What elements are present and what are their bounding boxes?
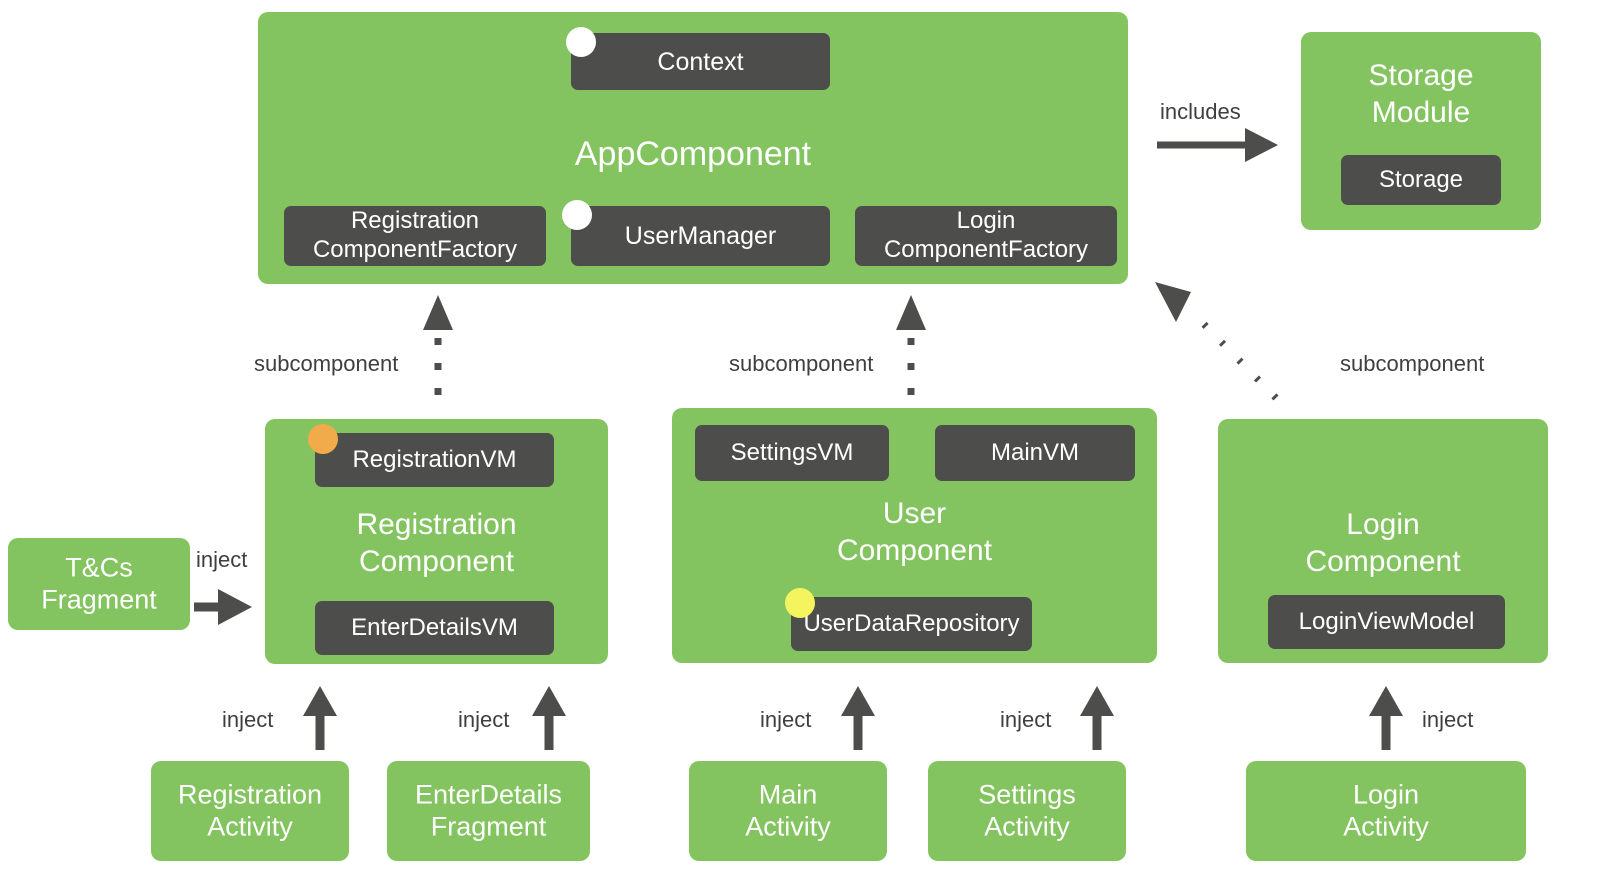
binding-login-component-factory[interactable]: Login ComponentFactory [855, 206, 1117, 266]
binding-context[interactable]: Context [571, 33, 830, 90]
inject-arrow-tcs [194, 589, 252, 625]
inject-label-main-activity: inject [760, 707, 812, 732]
binding-settings-vm-label: SettingsVM [730, 438, 854, 466]
inject-label-enter-details: inject [458, 707, 510, 732]
binding-storage[interactable]: Storage [1341, 155, 1501, 205]
binding-context-label: Context [657, 47, 744, 76]
main-activity-label: Main Activity [745, 779, 831, 842]
binding-registration-component-factory[interactable]: Registration ComponentFactory [284, 206, 546, 266]
binding-user-manager-label: UserManager [624, 222, 777, 250]
subcomponent-arrow-login [1155, 282, 1279, 401]
scope-dot-user-manager [562, 200, 592, 230]
settings-activity-box[interactable]: Settings Activity [928, 761, 1126, 861]
binding-registration-vm[interactable]: RegistrationVM [315, 433, 554, 487]
enter-details-fragment-label: EnterDetails Fragment [414, 779, 563, 842]
registration-component-title: Registration Component [356, 508, 517, 578]
binding-enter-details-vm[interactable]: EnterDetailsVM [315, 601, 554, 655]
app-component-title: AppComponent [574, 135, 812, 173]
includes-arrow [1157, 128, 1278, 162]
binding-main-vm[interactable]: MainVM [935, 425, 1135, 481]
registration-activity-label: Registration Activity [177, 779, 323, 842]
includes-label: includes [1160, 99, 1241, 124]
scope-dot-user-data-repository [785, 588, 815, 618]
tcs-fragment-label: T&Cs Fragment [41, 552, 157, 615]
binding-login-view-model-label: LoginViewModel [1298, 607, 1475, 635]
binding-user-data-repository-label: UserDataRepository [803, 609, 1020, 637]
inject-label-tcs: inject [196, 547, 248, 572]
tcs-fragment-box[interactable]: T&Cs Fragment [8, 538, 190, 630]
binding-enter-details-vm-label: EnterDetailsVM [351, 613, 518, 641]
binding-storage-label: Storage [1378, 165, 1464, 193]
subcomponent-arrow-registration [423, 295, 453, 395]
scope-dot-context [566, 27, 596, 57]
subcomponent-label-login: subcomponent [1340, 351, 1485, 376]
inject-arrow-main-activity [841, 686, 875, 750]
inject-label-registration-activity: inject [222, 707, 274, 732]
inject-arrow-login-activity [1369, 686, 1403, 750]
login-component-title: Login Component [1305, 508, 1461, 578]
storage-module-title: Storage Module [1368, 59, 1474, 129]
scope-dot-registration-vm [308, 424, 338, 454]
binding-login-view-model[interactable]: LoginViewModel [1268, 595, 1505, 649]
user-component-title: User Component [836, 497, 993, 567]
binding-main-vm-label: MainVM [990, 438, 1080, 466]
login-activity-box[interactable]: Login Activity [1246, 761, 1526, 861]
login-activity-label: Login Activity [1343, 779, 1429, 842]
inject-arrow-registration-activity [303, 686, 337, 750]
registration-activity-box[interactable]: Registration Activity [151, 761, 349, 861]
inject-arrow-settings-activity [1080, 686, 1114, 750]
inject-label-settings-activity: inject [1000, 707, 1052, 732]
enter-details-fragment-box[interactable]: EnterDetails Fragment [387, 761, 590, 861]
settings-activity-label: Settings Activity [978, 779, 1076, 842]
main-activity-box[interactable]: Main Activity [689, 761, 887, 861]
binding-login-component-factory-label: Login ComponentFactory [883, 207, 1089, 263]
subcomponent-label-registration: subcomponent [254, 351, 399, 376]
binding-user-manager[interactable]: UserManager [571, 206, 830, 266]
binding-user-data-repository[interactable]: UserDataRepository [791, 597, 1032, 651]
inject-label-login-activity: inject [1422, 707, 1474, 732]
binding-registration-vm-label: RegistrationVM [352, 445, 517, 473]
inject-arrow-enter-details [532, 686, 566, 750]
subcomponent-label-user: subcomponent [729, 351, 874, 376]
subcomponent-arrow-user [896, 295, 926, 395]
binding-registration-component-factory-label: Registration ComponentFactory [312, 207, 518, 263]
binding-settings-vm[interactable]: SettingsVM [695, 425, 889, 481]
